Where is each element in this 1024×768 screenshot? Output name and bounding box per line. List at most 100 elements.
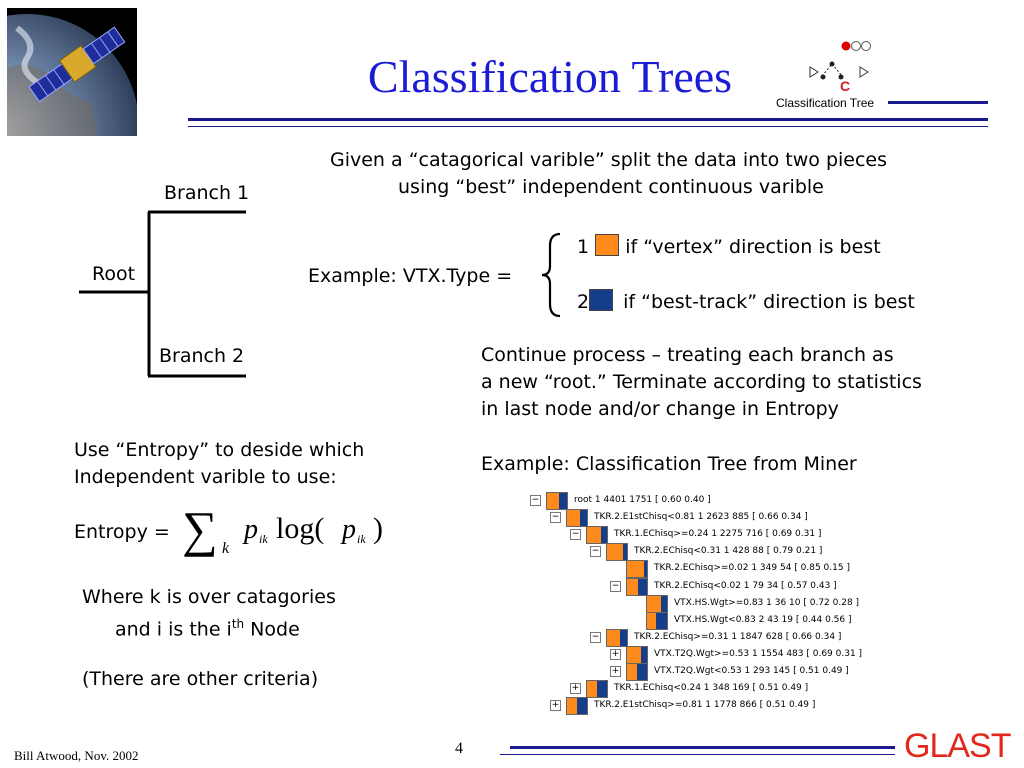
collapse-icon[interactable]: − [590,546,601,558]
tree-node-label: root 1 4401 1751 [ 0.60 0.40 ] [574,495,711,505]
node-split-bar [626,560,648,579]
header-rule-bottom [188,118,988,121]
collapse-icon[interactable]: − [570,529,581,541]
glast-logo: GLAST [904,727,1011,765]
p-symbol: p [244,514,258,545]
entropy-line-2: Independent varible to use: [74,466,337,488]
slide-title: Classification Trees [367,51,733,102]
tree-node-label: VTX.T2Q.Wgt<0.53 1 293 145 [ 0.51 0.49 ] [654,666,849,676]
root-label: Root [92,263,136,285]
node-split-bar [606,543,628,562]
expand-icon[interactable]: + [610,648,621,660]
continue-line-2: a new “root.” Terminate according to sta… [481,371,922,393]
where-line-1: Where k is over catagories [82,586,336,608]
node-blue-fraction [580,510,587,527]
entropy-formula: ∑ k p ik log( p ik ) [180,500,400,570]
option-1-number: 1 [577,236,590,258]
example-miner: Example: Classification Tree from Miner [481,453,857,475]
entropy-line-1: Use “Entropy” to deside which [74,439,365,461]
node-split-bar [566,509,588,528]
logo-caption: Classification Tree [776,96,875,110]
tree-node-label: TKR.2.EChisq<0.31 1 428 88 [ 0.79 0.21 ] [634,546,823,557]
node-blue-fraction [637,664,647,680]
node-blue-fraction [661,595,667,612]
tree-node-label: TKR.1.EChisq<0.24 1 348 169 [ 0.51 0.49 … [614,683,809,694]
node-split-bar [606,628,628,647]
option-2-text: if “best-track” direction is best [623,291,915,313]
sum-symbol: ∑ [182,501,218,557]
satellite-image [7,8,137,136]
where-line-2: and i is the ith Node [115,611,300,643]
node-blue-fraction [622,544,627,561]
blue-swatch [589,289,614,311]
node-split-bar [646,594,668,613]
collapse-icon[interactable]: − [590,631,601,643]
tree-node-label: TKR.2.E1stChisq>=0.81 1 1778 866 [ 0.51 … [594,700,816,711]
node-blue-fraction [640,646,647,663]
where-line-2-post: Node [244,618,300,641]
branch2-label: Branch 2 [159,345,245,367]
node-blue-fraction [620,629,627,646]
node-split-bar [626,645,648,664]
intro-line-1: Given a “catagorical varible” split the … [330,149,888,171]
expand-icon[interactable]: + [570,683,581,695]
node-blue-fraction [638,578,647,595]
close-paren: ) [373,512,383,545]
expand-icon[interactable]: + [610,666,621,677]
author-footer: Bill Atwood, Nov. 2002 [14,748,139,763]
tree-node-label: TKR.2.E1stChisq<0.81 1 2623 885 [ 0.66 0… [594,512,808,523]
tree-node-label: TKR.1.EChisq>=0.24 1 2275 716 [ 0.69 0.3… [614,529,822,540]
node-split-bar [646,611,668,630]
header-rule-thin [188,126,988,127]
p-subscript: ik [259,532,268,546]
collapse-icon[interactable]: − [550,512,561,524]
header-rule-top [888,101,988,104]
node-blue-fraction [644,561,647,578]
collapse-icon[interactable]: − [610,580,621,592]
sum-subscript: k [222,540,230,557]
other-criteria: (There are other criteria) [82,668,319,690]
p-symbol-2: p [342,514,356,545]
tree-node-label: VTX.T2Q.Wgt>=0.53 1 1554 483 [ 0.69 0.31… [654,648,863,659]
footer-rule-bottom [500,754,895,755]
curly-brace [541,232,561,318]
option-2-number: 2 [577,291,590,313]
node-split-bar [626,577,648,596]
node-blue-fraction [577,698,587,715]
miner-tree-view: − root 1 4401 1751 [ 0.60 0.40 ] − TKR.2.E1… [528,490,888,720]
node-split-bar [586,680,608,699]
tree-node-label: VTX.HS.Wgt<0.83 2 43 19 [ 0.44 0.56 ] [674,614,852,625]
tree-node-label: TKR.2.EChisq>=0.31 1 1847 628 [ 0.66 0.3… [634,631,842,642]
example-vtx-label: Example: VTX.Type = [308,265,513,287]
branch1-label: Branch 1 [164,182,250,204]
node-blue-fraction [600,527,607,544]
log-text: log( [276,512,325,545]
node-blue-fraction [597,681,607,698]
page-number: 4 [455,740,463,757]
expand-icon[interactable]: + [550,700,561,712]
tree-node-label: TKR.2.EChisq<0.02 1 79 34 [ 0.57 0.43 ] [654,580,837,591]
p-subscript-2: ik [357,532,366,546]
tree-logo-icon: C [809,41,871,94]
node-split-bar [546,492,568,510]
option-1: 1 if “vertex” direction is best [577,234,881,261]
tree-node-label: TKR.2.EChisq>=0.02 1 349 54 [ 0.85 0.15 … [654,563,850,574]
footer-rule-top [510,746,895,749]
node-split-bar [566,697,588,716]
where-line-2-pre: and i is the i [115,618,232,641]
collapse-icon[interactable]: − [530,495,541,506]
where-superscript: th [231,617,245,631]
continue-line-3: in last node and/or change in Entropy [481,398,839,420]
classification-tree-logo: C Classification Tree [776,38,900,114]
orange-swatch [595,234,620,256]
node-blue-fraction [655,612,667,629]
tree-node-label: VTX.HS.Wgt>=0.83 1 36 10 [ 0.72 0.28 ] [674,597,860,608]
node-blue-fraction [559,493,567,509]
intro-line-2: using “best” independent continuous vari… [398,176,824,198]
branch-diagram [79,210,246,378]
option-2: 2 if “best-track” direction is best [577,289,915,316]
node-split-bar [586,526,608,545]
node-split-bar [626,663,648,681]
continue-line-1: Continue process – treating each branch … [481,344,894,366]
entropy-label: Entropy = [74,521,170,543]
